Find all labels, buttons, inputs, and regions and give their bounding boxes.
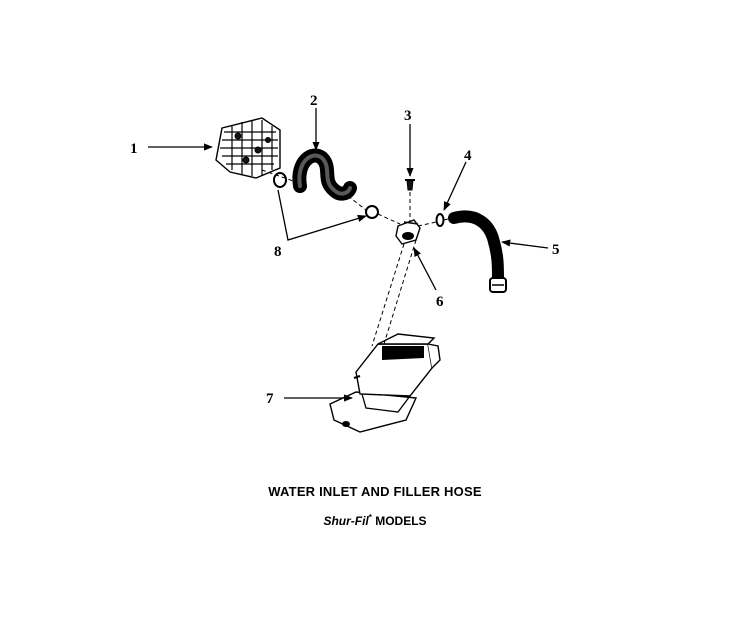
callout-5: 5 <box>552 242 560 258</box>
subtitle-mark: * <box>368 513 372 522</box>
callout-8: 8 <box>274 244 282 260</box>
callout-4: 4 <box>464 148 472 164</box>
part-washer <box>435 213 445 227</box>
part-fill-hose <box>448 210 507 293</box>
assembly-lines <box>261 169 453 347</box>
subtitle-rest: MODELS <box>371 514 427 528</box>
part-filler-body <box>329 333 441 433</box>
callout-labels: 1 2 3 4 5 6 7 8 <box>130 93 560 407</box>
subtitle-brand: Shur-Fil <box>323 514 369 528</box>
part-hose-clamps <box>273 172 379 219</box>
part-water-inlet-valve <box>215 117 281 179</box>
part-curved-hose <box>292 148 357 201</box>
callout-1: 1 <box>130 141 138 157</box>
leader-lines <box>148 108 549 402</box>
part-bracket <box>395 219 421 245</box>
part-screw <box>405 179 415 191</box>
callout-2: 2 <box>310 93 318 109</box>
callout-3: 3 <box>404 108 412 124</box>
callout-6: 6 <box>436 294 444 310</box>
diagram-subtitle: Shur-Fil* MODELS <box>0 513 750 528</box>
diagram-title: WATER INLET AND FILLER HOSE <box>268 484 482 499</box>
callout-7: 7 <box>266 391 274 407</box>
